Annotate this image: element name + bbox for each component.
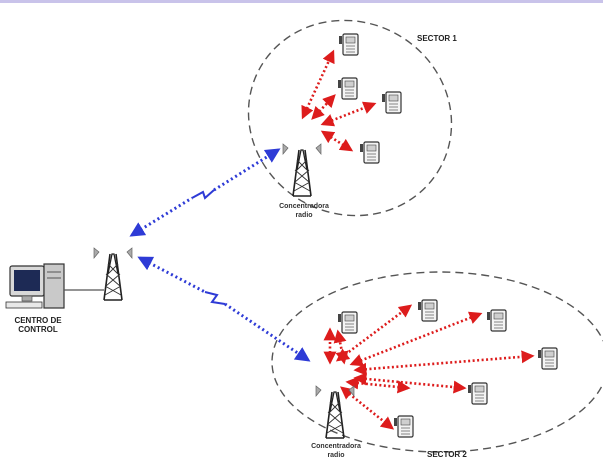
- handset-icon: [393, 415, 414, 438]
- computer-icon: [5, 263, 104, 309]
- sector-1-radio-links: [301, 49, 377, 152]
- handset-icon: [467, 382, 488, 405]
- concentrator-1-label-line-2: radio: [295, 212, 313, 219]
- control-center-label-line-2: CONTROL: [18, 325, 58, 334]
- sector-2-label: SECTOR 2: [427, 450, 467, 459]
- concentrator-1-label: Concentradora radio: [276, 202, 332, 220]
- handset-icon: [338, 33, 359, 56]
- handset-icon: [337, 77, 358, 100]
- concentrator-2-label-line-2: radio: [327, 452, 345, 459]
- handset-icon: [337, 311, 358, 334]
- sector-1-label: SECTOR 1: [417, 34, 457, 43]
- concentrator-1-label-line-1: Concentradora: [279, 203, 329, 210]
- control-center-label: CENTRO DE CONTROL: [10, 316, 66, 334]
- control-center-label-line-1: CENTRO DE: [14, 316, 62, 325]
- sector-1-boundary: [247, 19, 453, 217]
- top-accent-rule: [0, 0, 603, 3]
- concentrator-2-tower-icon: [315, 385, 355, 439]
- concentrator-2-label: Concentradora radio: [308, 442, 364, 460]
- central-tower-icon: [93, 247, 133, 301]
- handset-icon: [417, 299, 438, 322]
- handset-icon: [381, 91, 402, 114]
- handset-icon: [359, 141, 380, 164]
- concentrator-2-label-line-1: Concentradora: [311, 443, 361, 450]
- concentrator-1-tower-icon: [282, 143, 322, 197]
- handset-icon: [537, 347, 558, 370]
- handset-icon: [486, 309, 507, 332]
- backbone-link-sector-1: [129, 148, 281, 237]
- sector-2-radio-links: [323, 304, 535, 430]
- backbone-link-sector-2: [137, 256, 311, 362]
